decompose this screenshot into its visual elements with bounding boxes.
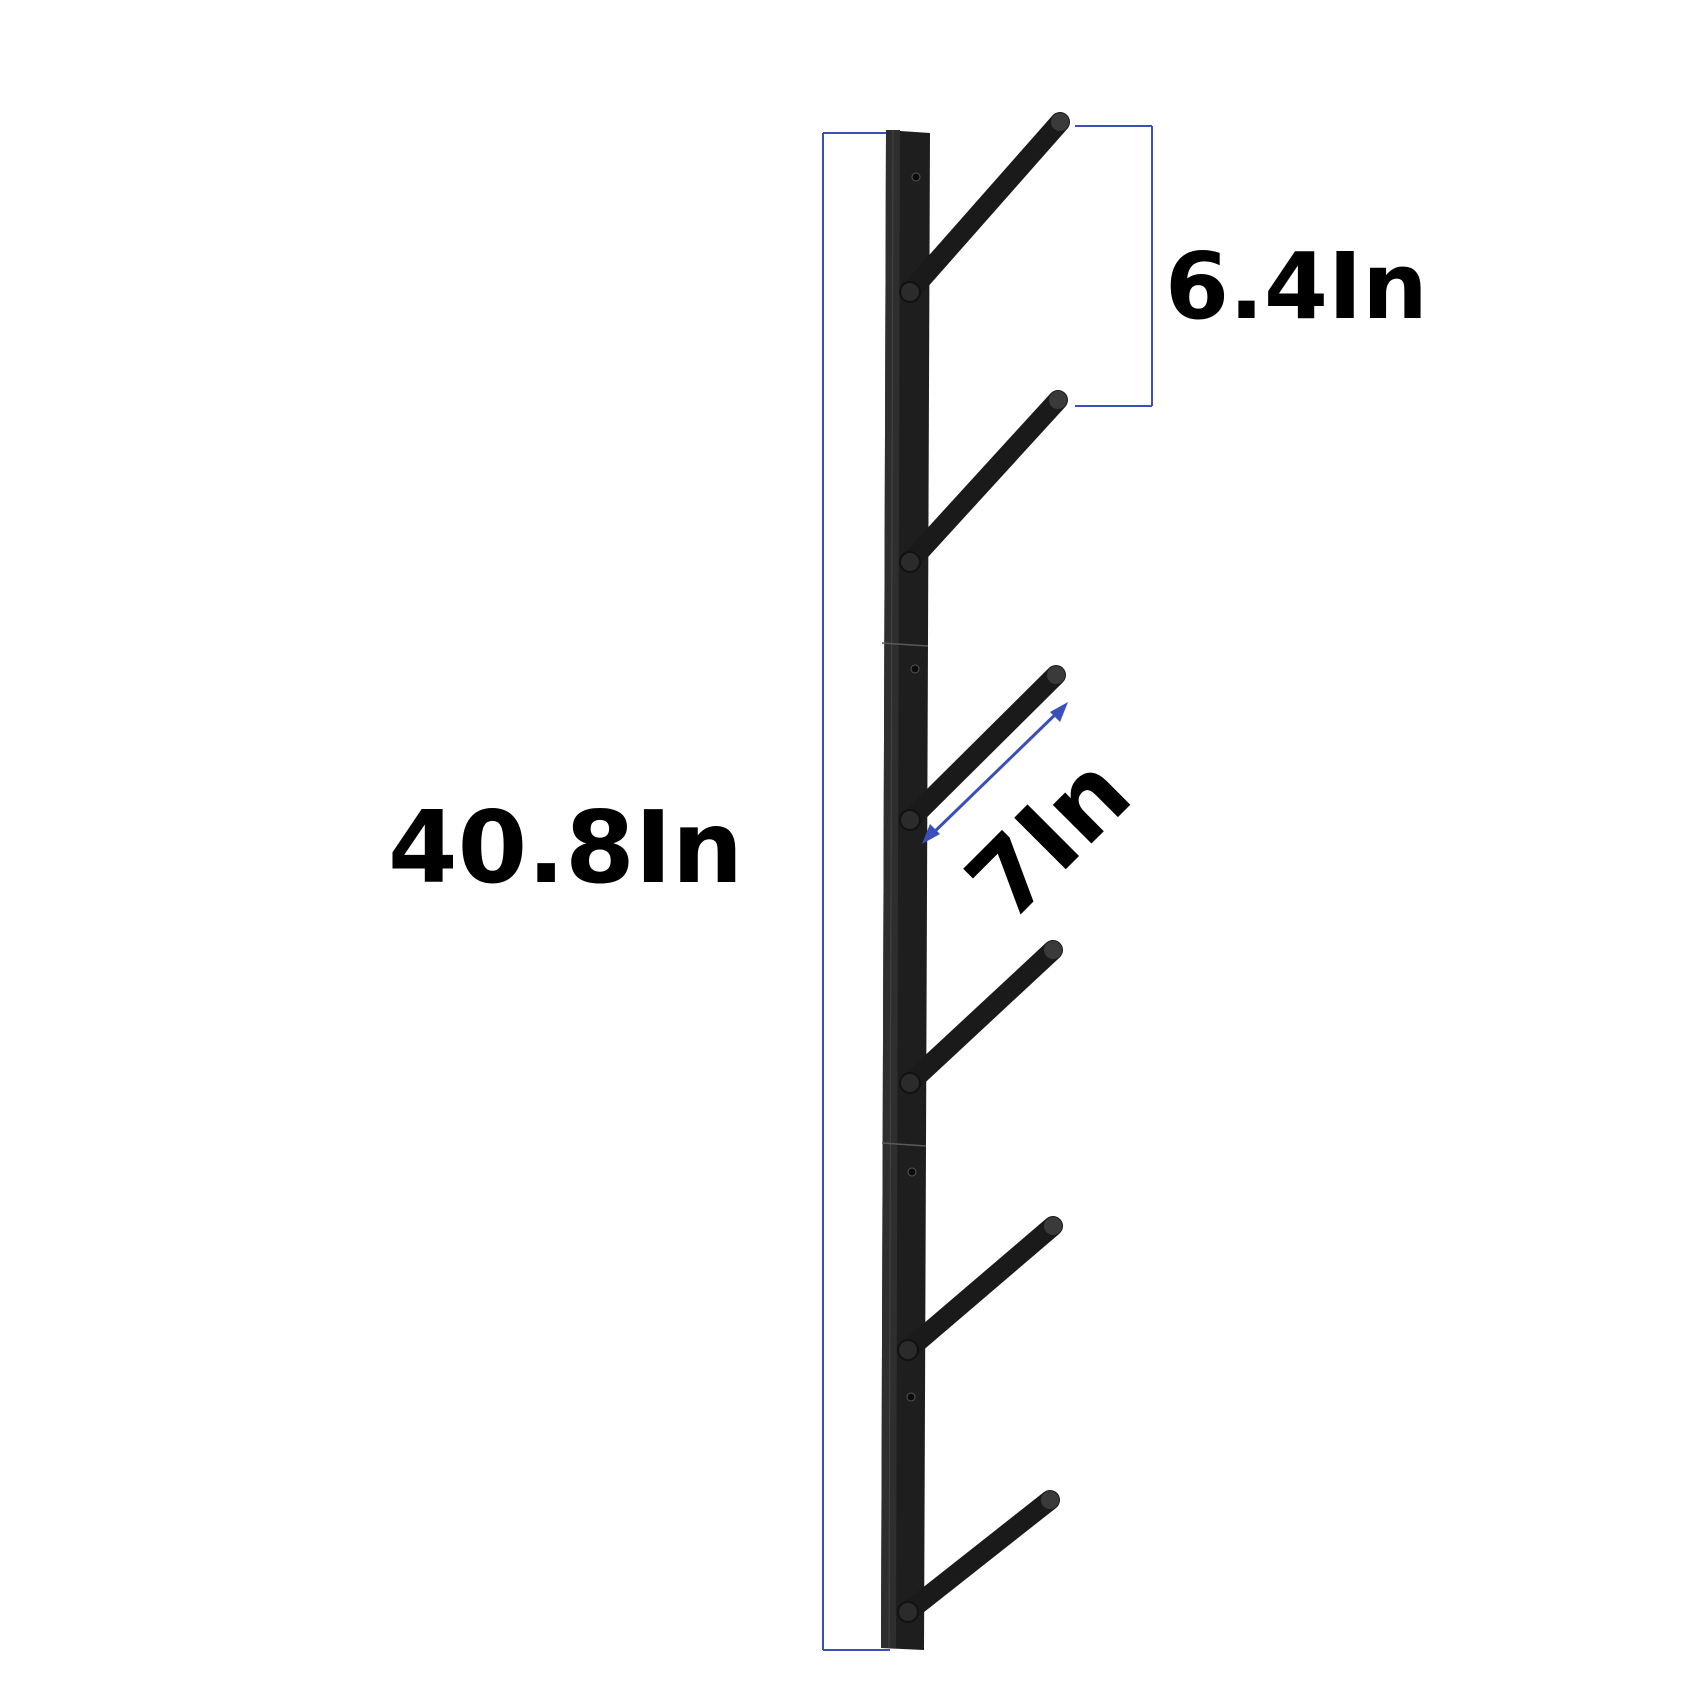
hooks <box>897 112 1070 1623</box>
hook <box>899 665 1066 831</box>
hook-length-arrow <box>922 702 1068 844</box>
hook <box>897 1216 1063 1361</box>
hook <box>899 940 1063 1094</box>
hook <box>899 112 1070 303</box>
rail-seam <box>881 1142 927 1147</box>
height-dimension-bracket <box>822 132 890 1651</box>
hook <box>897 1490 1060 1623</box>
mounting-holes <box>906 172 921 1402</box>
hook-spacing-bracket <box>1075 125 1153 407</box>
hook-spacing-label: 6.4In <box>1165 233 1428 340</box>
vertical-rail <box>881 129 930 1650</box>
rail-seam <box>881 642 929 647</box>
height-dimension-label: 40.8In <box>388 789 743 906</box>
hook <box>899 390 1068 573</box>
